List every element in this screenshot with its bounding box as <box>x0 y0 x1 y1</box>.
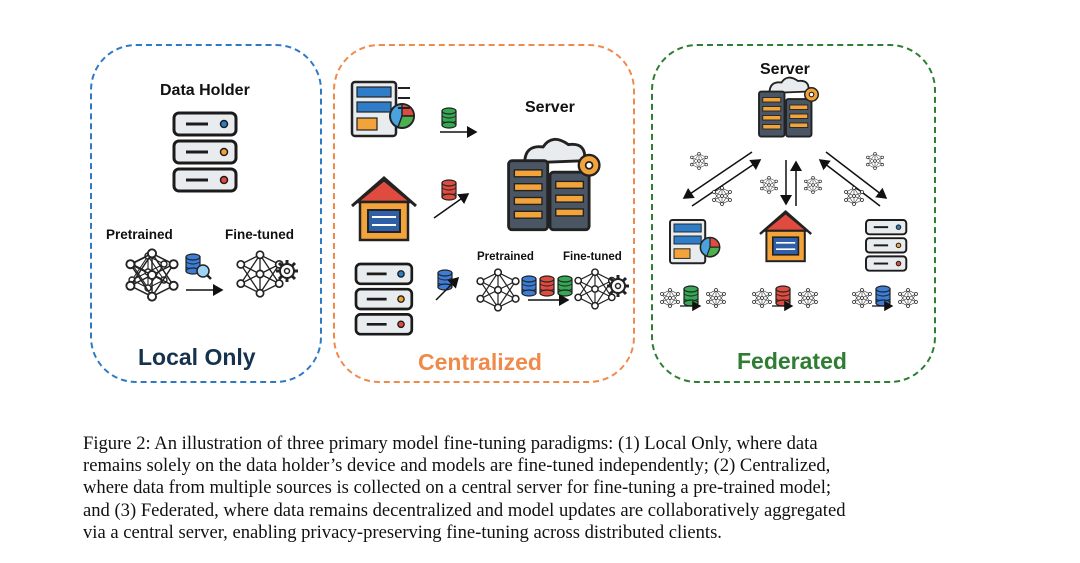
federated-server-label: Server <box>760 61 810 78</box>
local-finetuned-label: Fine-tuned <box>225 227 294 242</box>
figure-icons <box>125 76 918 336</box>
caption-line: where data from multiple sources is coll… <box>83 477 832 499</box>
caption-line: Figure 2: An illustration of three prima… <box>83 433 818 454</box>
caption-line: via a central server, enabling privacy-p… <box>83 521 722 543</box>
federated-panel <box>651 44 936 383</box>
local-only-title: Local Only <box>138 344 256 370</box>
local-pretrained-label: Pretrained <box>106 227 173 242</box>
data-holder-label: Data Holder <box>160 82 250 99</box>
centralized-panel <box>333 44 635 383</box>
caption-line: and (3) Federated, where data remains de… <box>83 499 846 521</box>
centralized-title: Centralized <box>418 349 542 375</box>
central-finetuned-label: Fine-tuned <box>563 251 622 263</box>
central-pretrained-label: Pretrained <box>477 251 534 263</box>
caption-line: remains solely on the data holder’s devi… <box>83 455 831 477</box>
figure-2: Data Holder Pretrained Fine-tuned Local … <box>90 44 936 383</box>
figure-caption: Figure 2: An illustration of three prima… <box>83 433 998 544</box>
federated-title: Federated <box>737 348 847 374</box>
local-only-panel <box>90 44 322 383</box>
central-server-label: Server <box>525 99 575 116</box>
